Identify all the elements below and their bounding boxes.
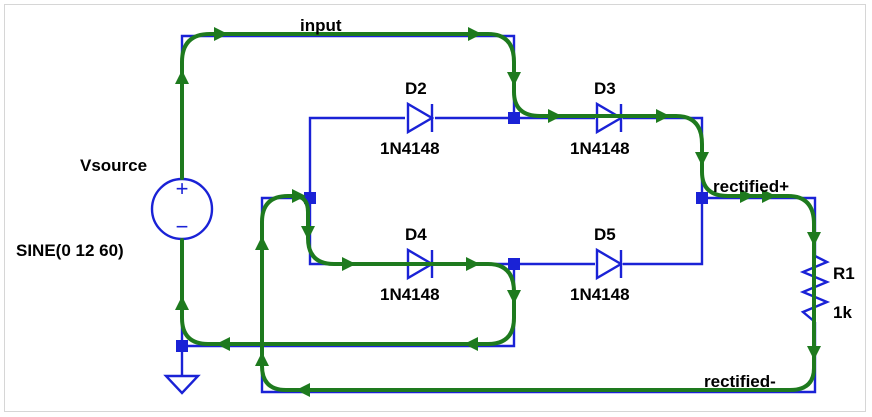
wire-rectified-plus [702,196,817,256]
resistor-ref: R1 [833,264,855,283]
diode-d2-ref: D2 [405,79,427,98]
flow-arrow-icon [255,236,269,250]
flow-arrow-icon [175,296,189,310]
flow-arrow-icon [762,189,776,203]
junction-node [176,340,188,352]
flow-arrow-icon [296,383,310,397]
flow-arrow-icon [548,109,562,123]
flow-arrow-icon [656,109,670,123]
wire-upper-row [308,116,704,198]
junction-node [508,112,520,124]
current-flow-paths [175,27,821,397]
circuit-wires [180,34,817,394]
ground-icon [163,374,201,395]
junction-nodes [176,112,708,352]
flow-arrow-icon [255,352,269,366]
flow-arrow-icon [292,189,306,203]
flow-arrow-icon [342,257,356,271]
voltage-source: + − [150,176,214,241]
flow-arrow-icon [740,189,754,203]
flow-arrow-icon [695,152,709,166]
net-label-input: input [300,16,342,35]
source-name-label: Vsource [80,156,147,175]
diode-d5-ref: D5 [594,225,616,244]
net-label-rectified-minus: rectified- [704,372,776,391]
diode-d5-icon [595,247,624,281]
flow-arrow-icon [468,27,482,41]
flow-arrow-icon [216,337,230,351]
source-value-label: SINE(0 12 60) [16,241,124,260]
diode-d3-ref: D3 [594,79,616,98]
diode-d5-model: 1N4148 [570,285,630,304]
diode-d2-icon [406,101,435,135]
junction-node [696,192,708,204]
flow-arrow-icon [214,27,228,41]
flow-arrow-icon [464,337,478,351]
flow-arrow-icon [175,70,189,84]
junction-node [508,258,520,270]
net-label-rectified-plus: rectified+ [713,177,789,196]
schematic-labels: input Vsource SINE(0 12 60) D2 1N4148 D3… [16,16,855,391]
resistor-value: 1k [833,303,852,322]
flow-arrow-icon [507,290,521,304]
diode-d2-model: 1N4148 [380,139,440,158]
wire-input [180,34,516,180]
diode-d3-model: 1N4148 [570,139,630,158]
source-minus-sign: − [176,214,189,239]
diode-d4-ref: D4 [405,225,427,244]
wire-rectified-minus [260,196,817,394]
flow-arrow-icon [301,226,315,240]
current-flow-path [180,32,816,392]
wire-ground [180,240,516,348]
flow-arrow-icon [807,346,821,360]
wire-lower-row [308,198,704,266]
diode-d4-model: 1N4148 [380,285,440,304]
flow-arrow-icon [507,72,521,86]
flow-arrow-icon [466,257,480,271]
source-plus-sign: + [176,176,189,201]
flow-arrow-icon [807,232,821,246]
